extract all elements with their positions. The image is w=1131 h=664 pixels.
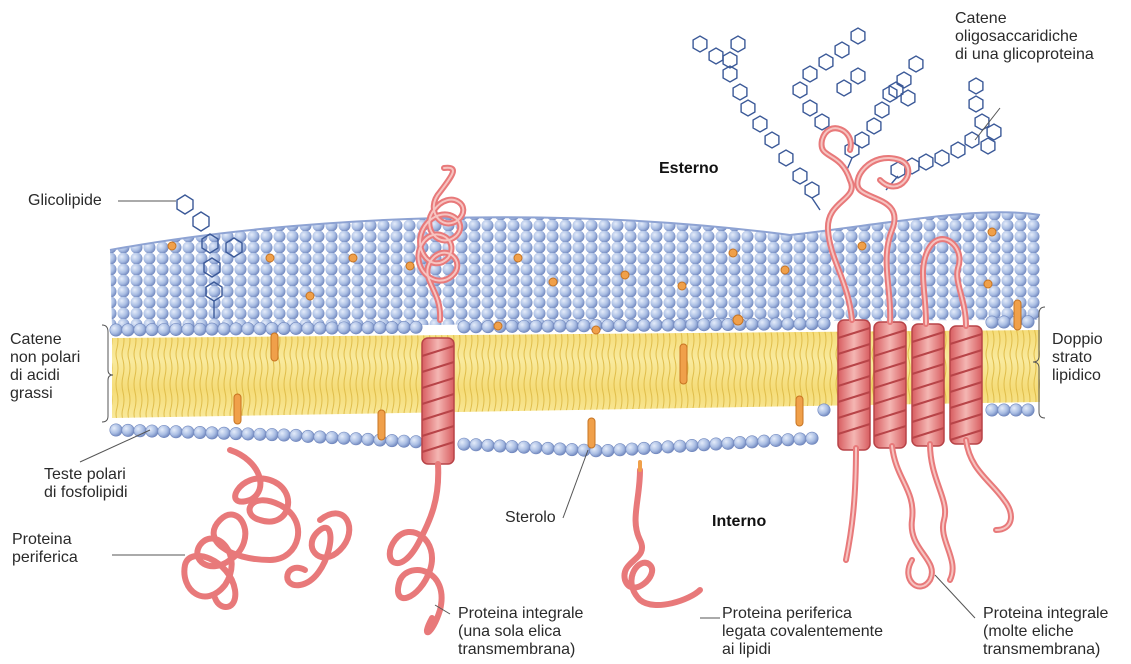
multi-pass-integral-protein: [822, 128, 1011, 586]
label-sterolo: Sterolo: [505, 509, 556, 527]
label-doppio-strato: Doppio strato lipidico: [1052, 331, 1103, 385]
peripheral-protein-left: [184, 450, 349, 607]
label-proteina-periferica: Proteina periferica: [12, 531, 78, 567]
label-glicolipide: Glicolipide: [28, 192, 102, 210]
label-proteina-periferica-lipidi: Proteina periferica legata covalentement…: [722, 605, 883, 659]
outer-leaflet-surface: [110, 212, 1040, 330]
label-catene-non-polari: Catene non polari di acidi grassi: [10, 331, 80, 403]
label-esterno: Esterno: [659, 160, 719, 178]
label-catene-oligosaccaridiche: Catene oligosaccaridiche di una glicopro…: [955, 10, 1094, 64]
label-proteina-integrale-singola: Proteina integrale (una sola elica trans…: [458, 605, 583, 659]
label-teste-polari: Teste polari di fosfolipidi: [44, 466, 128, 502]
lipid-anchored-peripheral-protein: [624, 462, 700, 605]
label-interno: Interno: [712, 513, 766, 531]
label-proteina-integrale-multi: Proteina integrale (molte eliche transme…: [983, 605, 1108, 659]
